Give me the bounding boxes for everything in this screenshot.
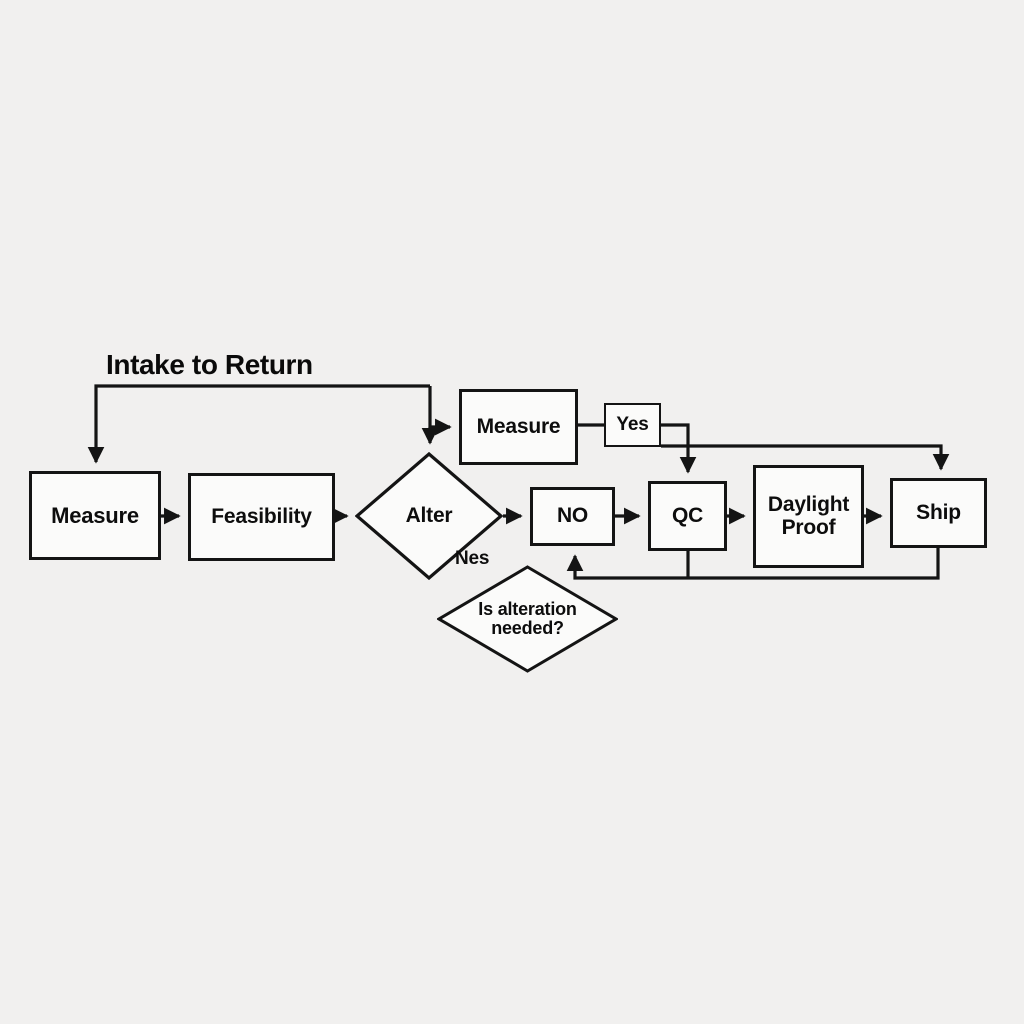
node-measure-top[interactable]: Measure xyxy=(459,389,578,465)
node-ship-label: Ship xyxy=(916,500,961,524)
node-no[interactable]: NO xyxy=(530,487,615,546)
node-ship[interactable]: Ship xyxy=(890,478,987,548)
node-qc-label: QC xyxy=(671,503,704,527)
node-feasibility-label: Feasibility xyxy=(211,504,312,528)
node-yes[interactable]: Yes xyxy=(604,403,661,447)
edge-label-nes: Nes xyxy=(455,548,490,569)
node-yes-label: Yes xyxy=(616,413,649,435)
edge-ship-feedback-bus xyxy=(566,548,940,580)
node-measure-intake-label: Measure xyxy=(51,502,139,528)
edge-yes-to-qc xyxy=(661,423,697,474)
node-measure-top-label: Measure xyxy=(476,414,561,438)
node-measure-intake[interactable]: Measure xyxy=(29,471,161,560)
node-no-label: NO xyxy=(556,504,589,528)
edge-return-to-measure-top xyxy=(428,386,452,436)
node-feasibility[interactable]: Feasibility xyxy=(188,473,335,561)
edge-yes-to-ship xyxy=(661,444,950,471)
edge-return-loop xyxy=(87,384,430,464)
node-daylight-proof[interactable]: Daylight Proof xyxy=(753,465,864,568)
node-is-alteration-needed[interactable]: Is alteration needed? xyxy=(436,565,619,673)
alter-diamond-shape xyxy=(354,451,504,581)
node-qc[interactable]: QC xyxy=(648,481,727,551)
node-daylight-proof-label: Daylight Proof xyxy=(767,492,850,539)
is-alteration-diamond-shape xyxy=(436,565,619,673)
diagram-title: Intake to Return xyxy=(106,349,313,380)
